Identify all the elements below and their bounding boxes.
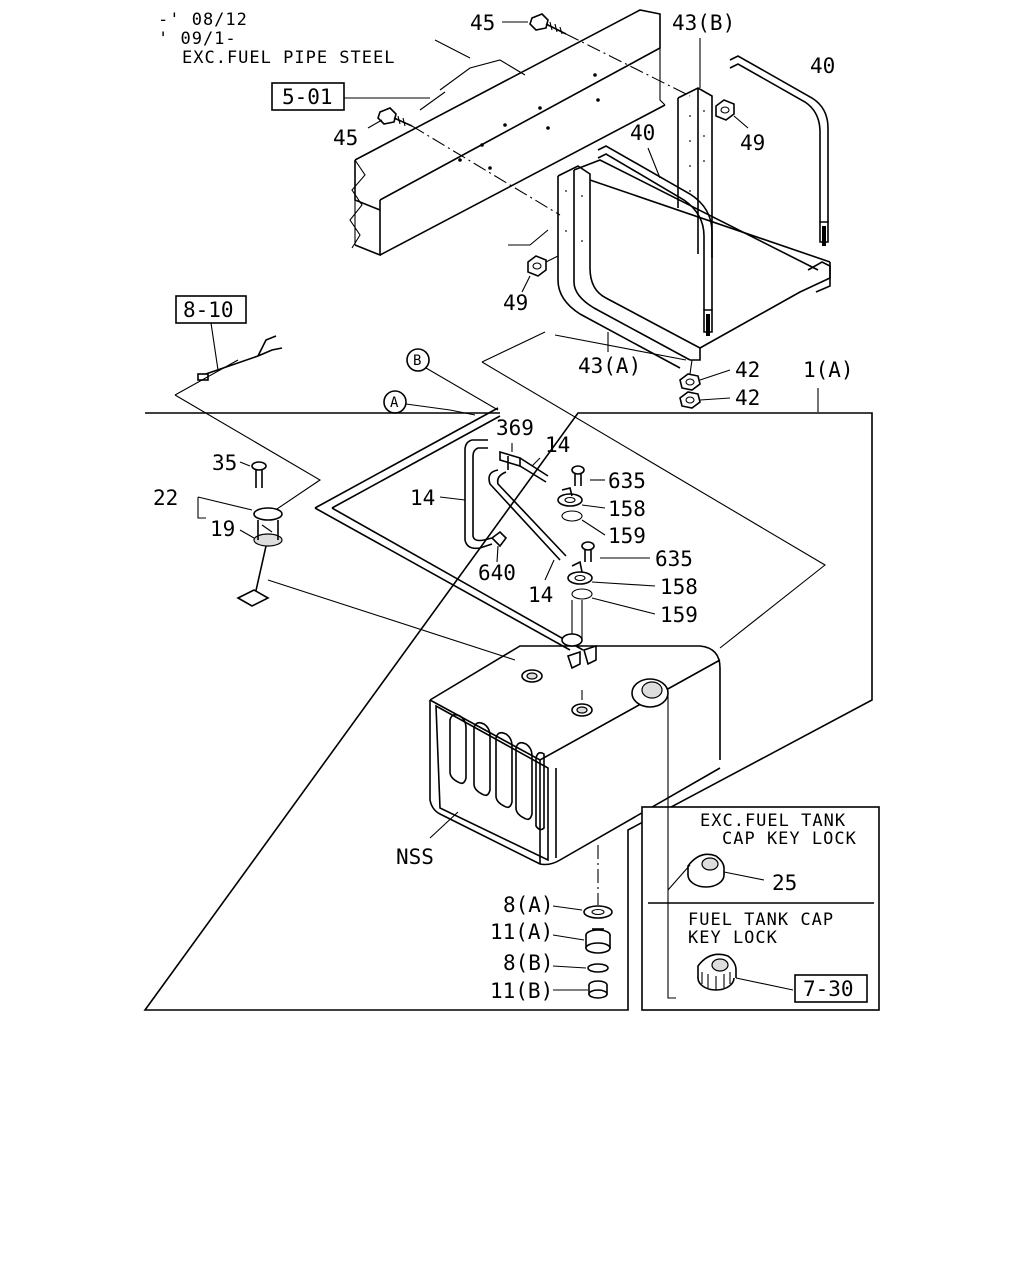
nut-42-lower bbox=[679, 391, 701, 409]
inset-top-line2: CAP KEY LOCK bbox=[722, 829, 857, 849]
pipe-a bbox=[314, 407, 584, 651]
label-45-top: 45 bbox=[470, 11, 495, 35]
label-43a: 43(A) bbox=[578, 354, 641, 378]
fuel-cap-key-lock bbox=[697, 953, 737, 991]
tee-369 bbox=[499, 450, 521, 470]
hose-14-left bbox=[464, 439, 493, 550]
ref-5-01-text: 5-01 bbox=[282, 85, 333, 109]
label-369: 369 bbox=[496, 416, 534, 440]
label-8b: 8(B) bbox=[503, 951, 554, 975]
screw-35 bbox=[251, 461, 267, 488]
strap-40-right bbox=[729, 55, 829, 246]
circle-ref-b: B bbox=[406, 348, 430, 372]
label-635-upper: 635 bbox=[608, 469, 646, 493]
exc-fuel-pipe-note: EXC.FUEL PIPE STEEL bbox=[182, 48, 395, 68]
plug-11a bbox=[585, 928, 611, 954]
label-158-upper: 158 bbox=[608, 497, 646, 521]
clip-640 bbox=[490, 530, 508, 548]
label-49-left: 49 bbox=[503, 291, 528, 315]
fuel-cap-25 bbox=[687, 853, 725, 888]
ref-box-8-10[interactable]: 8-10 bbox=[175, 295, 247, 324]
label-42-upper: 42 bbox=[735, 358, 760, 382]
label-40-mid: 40 bbox=[630, 121, 655, 145]
label-14-left: 14 bbox=[410, 486, 435, 510]
sender-unit-19 bbox=[236, 507, 283, 607]
label-635-lower: 635 bbox=[655, 547, 693, 571]
nut-49-right bbox=[715, 99, 735, 121]
nut-49-left bbox=[527, 255, 547, 277]
label-49-right: 49 bbox=[740, 131, 765, 155]
bolt-45-left bbox=[377, 107, 413, 127]
inset-top-line1: EXC.FUEL TANK bbox=[700, 811, 846, 831]
label-14-top: 14 bbox=[545, 433, 570, 457]
washer-8b bbox=[587, 963, 609, 973]
hose-14-bottom bbox=[488, 469, 567, 561]
label-35: 35 bbox=[212, 451, 237, 475]
date-range-line2: ' 09/1- bbox=[158, 29, 237, 49]
washer-8a bbox=[583, 905, 613, 919]
label-43b: 43(B) bbox=[672, 11, 735, 35]
ref-7-30-text: 7-30 bbox=[803, 977, 854, 1001]
gasket-158-lower bbox=[567, 571, 593, 585]
frame-rail bbox=[349, 9, 666, 257]
bolt-45-top bbox=[529, 13, 567, 35]
inset-bottom-line1: FUEL TANK CAP bbox=[688, 910, 834, 930]
bracket-43b bbox=[677, 87, 713, 258]
gasket-158-upper bbox=[557, 493, 583, 507]
label-nss: NSS bbox=[396, 845, 434, 869]
fuel-tank-nss bbox=[429, 633, 721, 866]
label-19: 19 bbox=[210, 517, 235, 541]
label-1a: 1(A) bbox=[803, 358, 854, 382]
inset-bottom-line2: KEY LOCK bbox=[688, 928, 778, 948]
nut-42-upper bbox=[679, 373, 701, 391]
label-22: 22 bbox=[153, 486, 178, 510]
circle-ref-a: A bbox=[383, 390, 407, 414]
bolt-635-lower bbox=[581, 541, 595, 562]
label-11b: 11(B) bbox=[490, 979, 553, 1003]
bolt-635-upper bbox=[571, 465, 585, 486]
wire-harness bbox=[197, 335, 283, 381]
label-25: 25 bbox=[772, 871, 797, 895]
label-45-left: 45 bbox=[333, 126, 358, 150]
ref-8-10-text: 8-10 bbox=[183, 298, 234, 322]
label-11a: 11(A) bbox=[490, 920, 553, 944]
strap-40-mid bbox=[597, 145, 713, 336]
label-14-bottom: 14 bbox=[528, 583, 553, 607]
label-159-upper: 159 bbox=[608, 524, 646, 548]
label-8a: 8(A) bbox=[503, 893, 554, 917]
ref-box-7-30[interactable]: 7-30 bbox=[794, 974, 868, 1003]
label-40-right: 40 bbox=[810, 54, 835, 78]
label-159-lower: 159 bbox=[660, 603, 698, 627]
hose-14-top bbox=[519, 457, 549, 483]
plug-11b bbox=[588, 980, 608, 999]
label-42-lower: 42 bbox=[735, 386, 760, 410]
ring-159-lower bbox=[571, 588, 593, 600]
label-158-lower: 158 bbox=[660, 575, 698, 599]
ref-box-5-01[interactable]: 5-01 bbox=[271, 82, 345, 111]
assembly-outline-1a bbox=[143, 412, 873, 1011]
svg-text:A: A bbox=[390, 395, 399, 411]
ring-159-upper bbox=[561, 510, 583, 522]
rail-holes bbox=[458, 73, 600, 170]
svg-text:B: B bbox=[413, 353, 421, 369]
date-range-line1: -' 08/12 bbox=[158, 10, 248, 30]
bracket-43a bbox=[557, 159, 831, 369]
label-640: 640 bbox=[478, 561, 516, 585]
